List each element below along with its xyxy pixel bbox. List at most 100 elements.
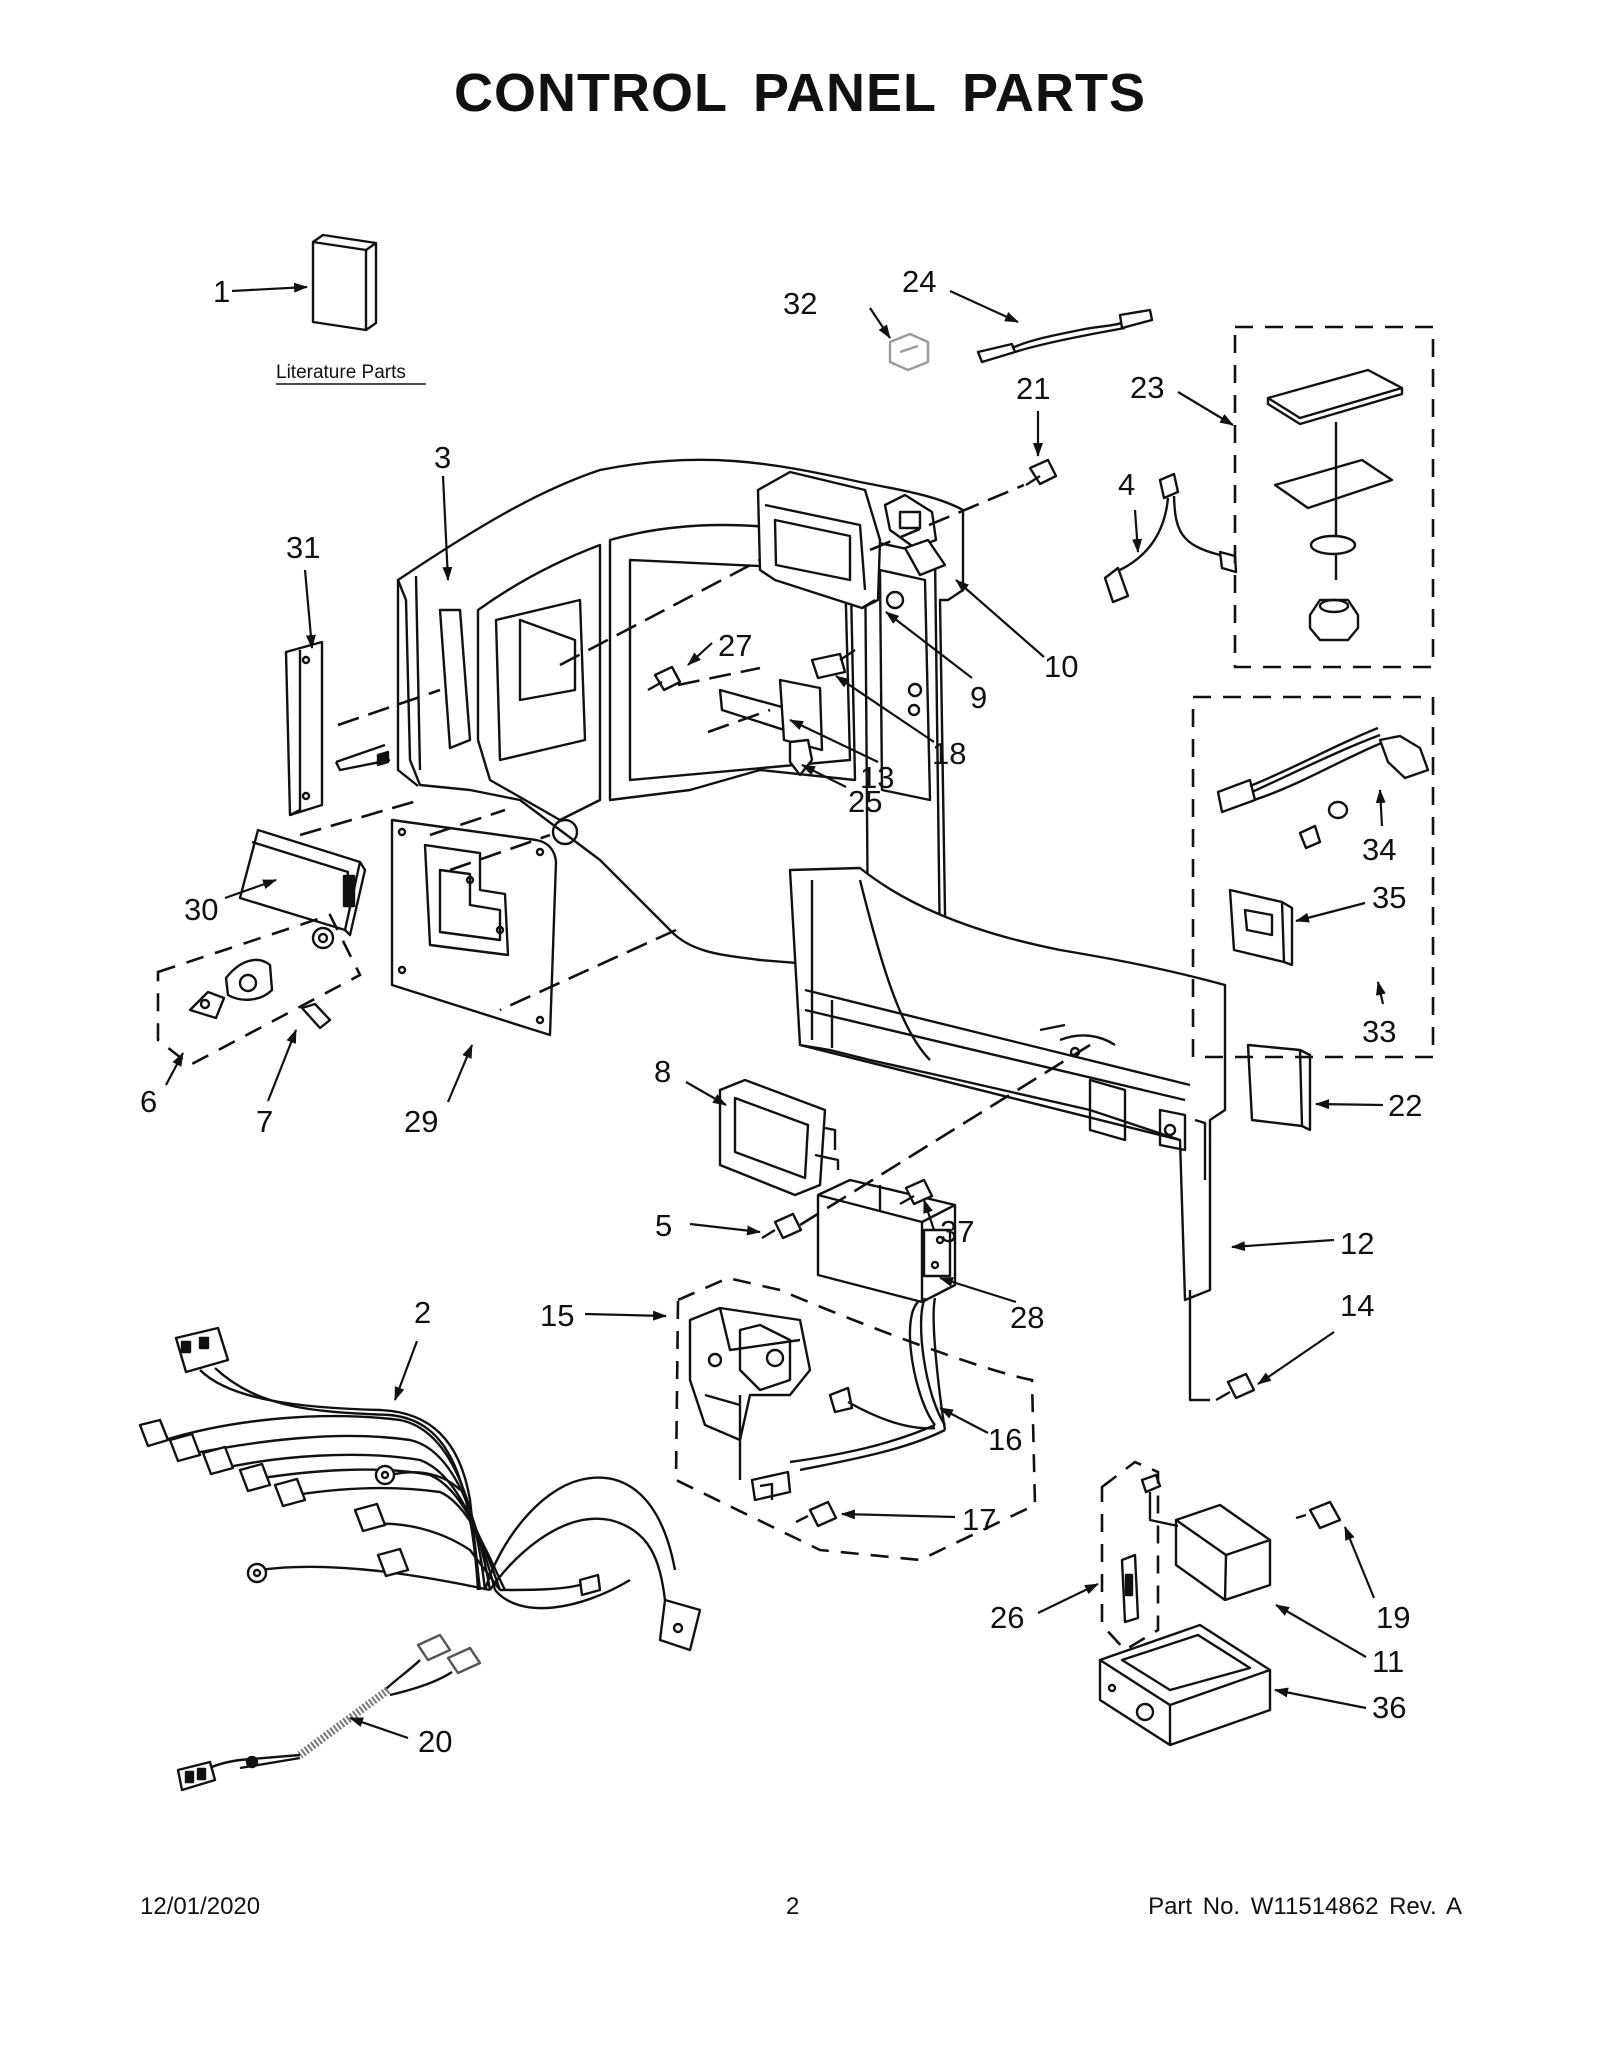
leader-33 — [1376, 981, 1386, 1005]
display-module — [238, 828, 367, 937]
dispenser-frame-8 — [718, 1078, 840, 1197]
control-board-9 — [756, 470, 882, 610]
callout-2: 2 — [414, 1295, 431, 1330]
motor-assembly-15 — [688, 1306, 812, 1442]
leader-35 — [1295, 901, 1366, 923]
assembly-line-29b — [449, 833, 551, 872]
leader-8 — [685, 1081, 727, 1106]
callout-31: 31 — [286, 530, 320, 565]
leader-25 — [801, 764, 847, 788]
callout-34: 34 — [1362, 832, 1396, 867]
callout-14: 14 — [1340, 1288, 1374, 1323]
callout-27: 27 — [718, 628, 752, 663]
callout-8: 8 — [654, 1054, 671, 1089]
leader-17 — [841, 1509, 956, 1520]
callout-30: 30 — [184, 892, 218, 927]
literature-booklet — [311, 233, 378, 332]
leader-34 — [1375, 789, 1386, 827]
leader-31 — [303, 569, 316, 649]
bracket-26 — [1120, 1473, 1179, 1624]
assembly-line-5 — [799, 1043, 1091, 1227]
callout-11: 11 — [1372, 1644, 1404, 1679]
board-31 — [284, 640, 324, 817]
wire-harness-34 — [1216, 726, 1430, 850]
wire-harness-16 — [789, 1297, 947, 1472]
switch-18 — [810, 649, 856, 680]
leader-12 — [1231, 1238, 1335, 1252]
bracket-13 — [718, 678, 824, 752]
leader-18 — [835, 675, 935, 743]
screw-21 — [1025, 458, 1058, 487]
leader-16 — [939, 1407, 989, 1434]
callout-15: 15 — [540, 1298, 574, 1333]
callout-37: 37 — [940, 1214, 974, 1249]
assembly-line-29a — [429, 808, 506, 837]
leader-4 — [1132, 509, 1143, 553]
wire-harness-24 — [976, 308, 1154, 364]
clip-31 — [376, 750, 390, 767]
callout-32: 32 — [783, 286, 817, 321]
callout-20: 20 — [418, 1724, 452, 1759]
leader-27 — [687, 642, 713, 666]
footer-part-number: Part No. W11514862 Rev. A — [1148, 1893, 1462, 1920]
callout-19: 19 — [1376, 1600, 1410, 1635]
leader-24 — [949, 289, 1019, 324]
callout-3: 3 — [434, 440, 451, 475]
leader-9 — [885, 611, 973, 679]
dispenser-cover-kit — [1266, 368, 1404, 642]
callout-26: 26 — [990, 1600, 1024, 1635]
page-title: CONTROL PANEL PARTS — [453, 63, 1147, 123]
leader-22 — [1315, 1099, 1384, 1110]
callout-17: 17 — [962, 1502, 996, 1537]
leader-10 — [955, 579, 1045, 658]
callout-6: 6 — [140, 1084, 157, 1119]
housing-28 — [816, 1178, 957, 1304]
callout-24: 24 — [902, 264, 936, 299]
relay-box-11 — [1174, 1503, 1272, 1602]
callout-9: 9 — [970, 680, 987, 715]
callout-5: 5 — [655, 1208, 672, 1243]
assembly-line-21 — [869, 483, 1025, 552]
literature-parts-label: Literature Parts — [276, 362, 406, 383]
cover-22 — [1246, 1043, 1312, 1132]
leader-19 — [1343, 1526, 1376, 1599]
main-bracket-12 — [788, 866, 1227, 1302]
assembly-line-31 — [337, 688, 441, 727]
callout-25: 25 — [848, 784, 882, 819]
clip-7 — [300, 1002, 332, 1030]
ground-wire-12 — [1188, 1290, 1210, 1402]
leader-1 — [231, 282, 308, 293]
callout-21: 21 — [1016, 371, 1050, 406]
callout-18: 18 — [932, 736, 966, 771]
switch-assembly — [188, 926, 335, 1020]
leader-7 — [266, 1029, 298, 1102]
leader-15 — [584, 1310, 667, 1321]
group-outline-23 — [1233, 325, 1435, 669]
callout-28: 28 — [1010, 1300, 1044, 1335]
leader-6 — [165, 1052, 184, 1086]
leader-32 — [869, 307, 891, 339]
callout-33: 33 — [1362, 1014, 1396, 1049]
bracket-10 — [883, 493, 947, 577]
group-outline-26 — [1100, 1460, 1160, 1652]
callout-1: 1 — [213, 274, 230, 309]
callout-23: 23 — [1130, 370, 1164, 405]
callout-36: 36 — [1372, 1690, 1406, 1725]
assembly-line-9 — [559, 558, 761, 667]
assembly-line-30 — [299, 798, 421, 837]
callout-29: 29 — [404, 1104, 438, 1139]
bracket-31 — [334, 743, 391, 772]
leader-26 — [1037, 1583, 1099, 1614]
footer-date: 12/01/2020 — [140, 1893, 261, 1920]
module-35 — [1228, 888, 1294, 967]
wire-harness-2 — [138, 1326, 702, 1652]
assembly-line-27 — [677, 666, 761, 687]
leader-14 — [1257, 1331, 1335, 1385]
group-outline-33 — [1191, 695, 1435, 1059]
leader-20 — [349, 1716, 409, 1740]
leader-5 — [689, 1222, 761, 1236]
callout-4: 4 — [1118, 467, 1135, 502]
footer-page-number: 2 — [786, 1893, 800, 1920]
screw-37 — [899, 1178, 934, 1206]
